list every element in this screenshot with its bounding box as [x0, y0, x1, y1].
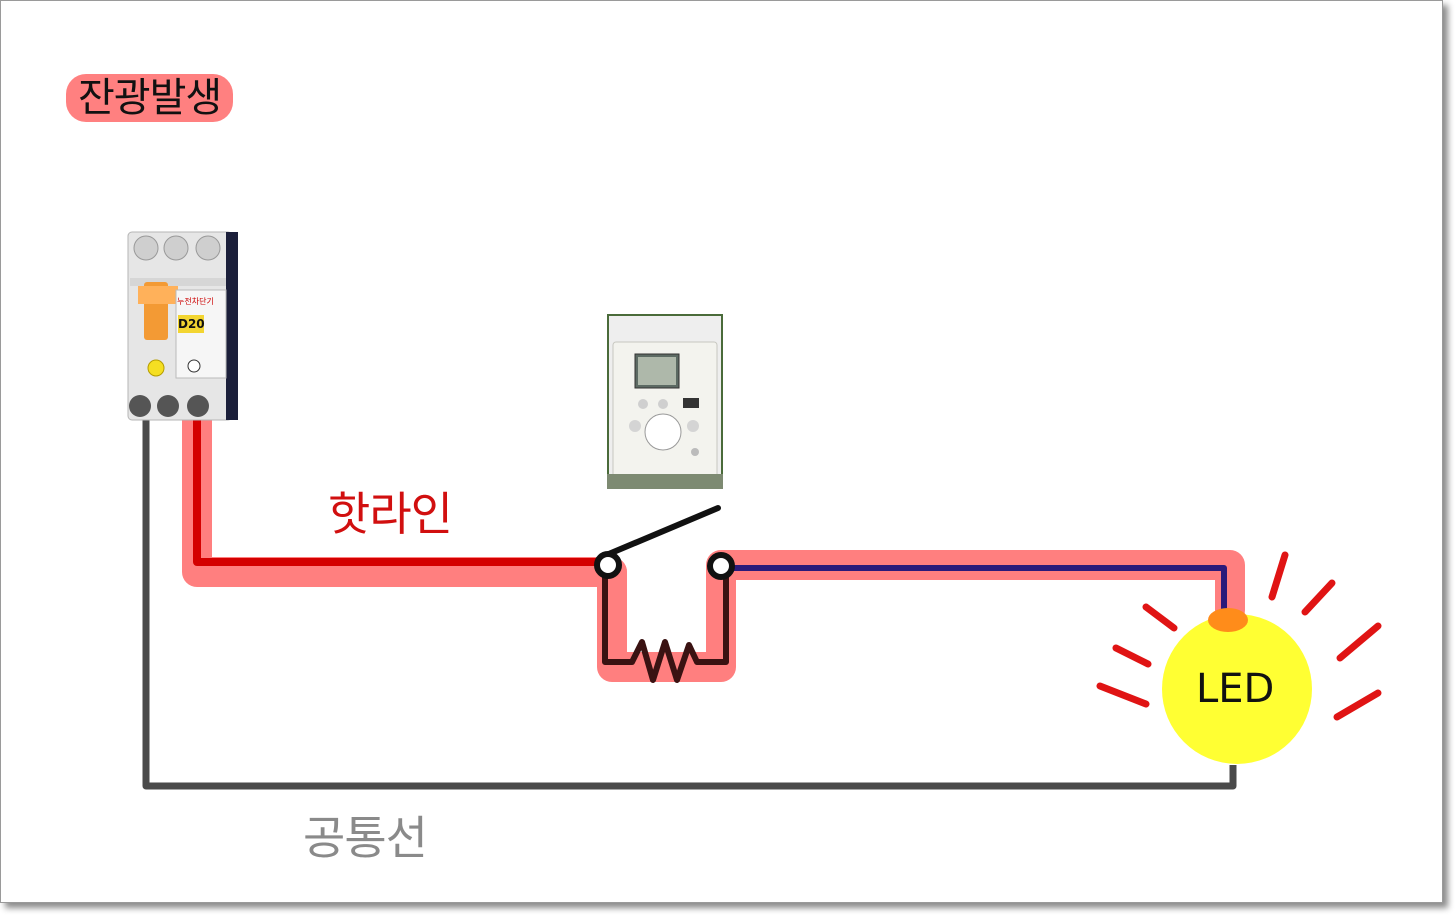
breaker-rating: D20: [178, 315, 205, 333]
title-badge: 잔광발생: [66, 74, 234, 122]
breaker-icon: [127, 231, 238, 421]
breaker-tag: 누전차단기: [177, 297, 214, 306]
switch-terminal-left: [594, 551, 622, 579]
common-line-label: 공통선: [303, 811, 428, 865]
common-wire: [142, 410, 1237, 790]
switch-terminal-right: [707, 552, 735, 580]
controller-icon: [607, 314, 723, 489]
resistor-wire: [602, 565, 729, 683]
led-wire: [722, 565, 1227, 612]
led-contact: [1208, 608, 1248, 632]
hot-line-label: 핫라인: [328, 487, 453, 541]
switch-lever: [601, 505, 721, 559]
led-label: LED: [1196, 666, 1275, 712]
hot-wire: [193, 412, 603, 566]
led-icon: [1162, 614, 1312, 764]
led-rays: [1096, 551, 1382, 721]
